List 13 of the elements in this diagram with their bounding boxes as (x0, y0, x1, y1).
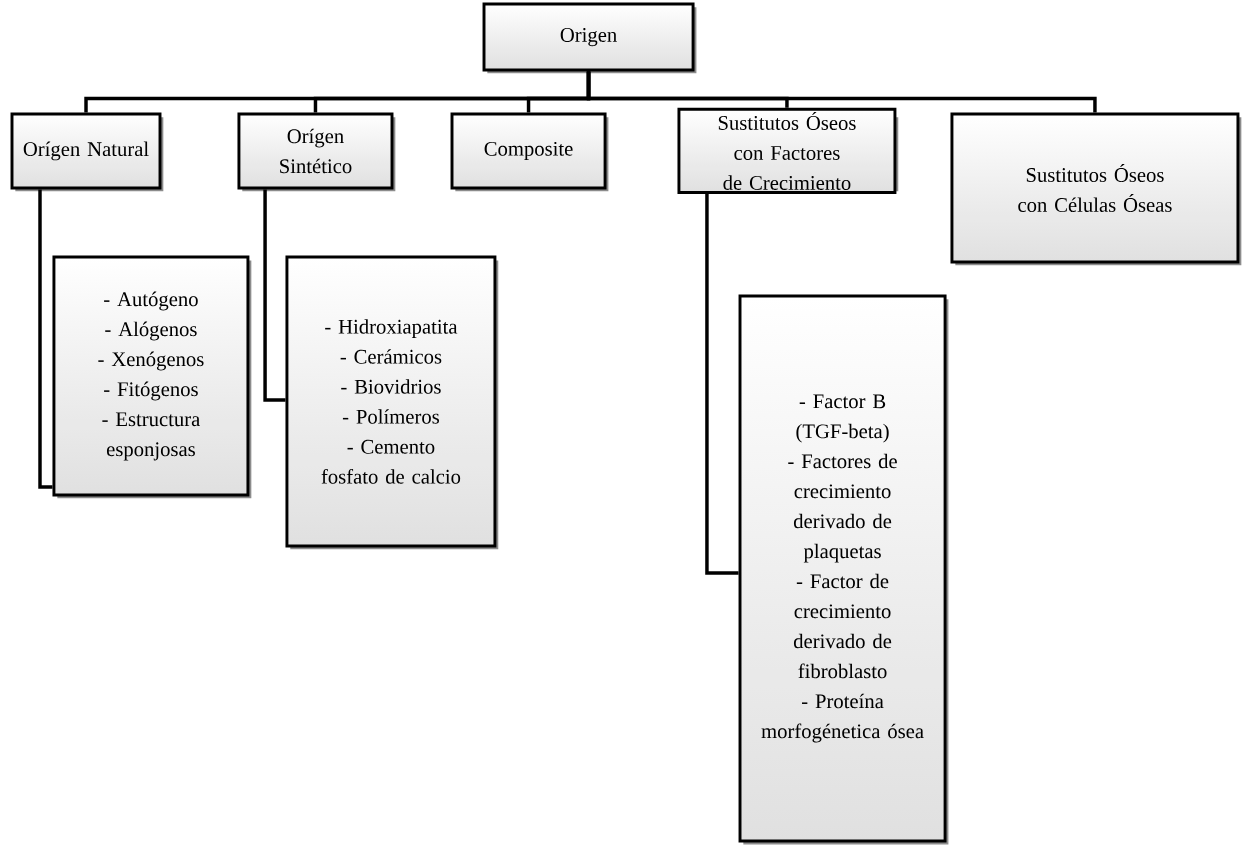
category-box: Composite (450, 112, 609, 192)
category-box: Sustitutos Óseos con Células Óseas (950, 112, 1242, 266)
connector-line (586, 71, 1097, 113)
list-box: - Hidroxiapatita - Cerámicos - Biovidrios - Polímeros - Cemento fosfato de calcio (285, 255, 499, 550)
list-box: - Factor B (TGF-beta) - Factores de crecimiento derivado de plaquetas - Factor de crecimiento derivado de fibroblasto - Proteína morfogénetica ósea (738, 294, 949, 845)
title-box: Origen (482, 2, 697, 74)
category-box: Orígen Sintético (237, 112, 396, 192)
connector-line (263, 189, 286, 402)
list-box: - Autógeno - Alógenos - Xenógenos - Fitógenos - Estructura esponjosas (52, 255, 252, 499)
category-box: Sustitutos Óseos con Factores de Crecimiento (677, 107, 899, 194)
category-box: Orígen Natural (10, 112, 164, 192)
connector-line (38, 189, 53, 489)
connector-line (705, 194, 739, 575)
